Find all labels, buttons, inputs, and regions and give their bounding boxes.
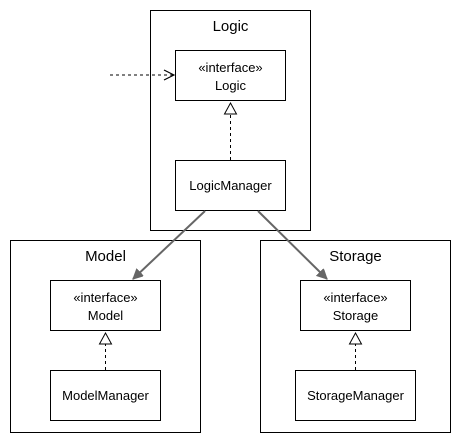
class-model-interface-name: Model <box>88 308 124 323</box>
class-logic-interface: «interface» Logic <box>175 50 286 101</box>
package-model-title: Model <box>85 248 126 265</box>
class-storage-interface: «interface» Storage <box>300 280 411 331</box>
class-logic-interface-stereotype: «interface» <box>198 60 262 75</box>
class-logic-interface-box <box>175 50 286 101</box>
class-logic-manager: LogicManager <box>175 160 286 211</box>
package-logic-title: Logic <box>213 18 249 35</box>
class-logic-manager-name: LogicManager <box>189 178 272 193</box>
class-storage-manager-name: StorageManager <box>307 388 405 403</box>
class-model-manager: ModelManager <box>50 370 161 421</box>
class-storage-manager: StorageManager <box>295 370 416 421</box>
association-arrow-storage <box>257 210 327 279</box>
class-storage-interface-stereotype: «interface» <box>323 290 387 305</box>
class-storage-interface-name: Storage <box>333 308 379 323</box>
class-model-manager-box <box>50 370 161 421</box>
class-logic-interface-name: Logic <box>215 78 247 93</box>
class-logic-manager-box <box>175 160 286 211</box>
class-storage-manager-box <box>295 370 416 421</box>
package-storage-title: Storage <box>329 248 382 265</box>
class-storage-interface-box <box>300 280 411 331</box>
class-model-interface: «interface» Model <box>50 280 161 331</box>
class-model-interface-stereotype: «interface» <box>73 290 137 305</box>
class-model-manager-name: ModelManager <box>62 388 149 403</box>
association-arrow-model <box>133 210 206 279</box>
class-model-interface-box <box>50 280 161 331</box>
